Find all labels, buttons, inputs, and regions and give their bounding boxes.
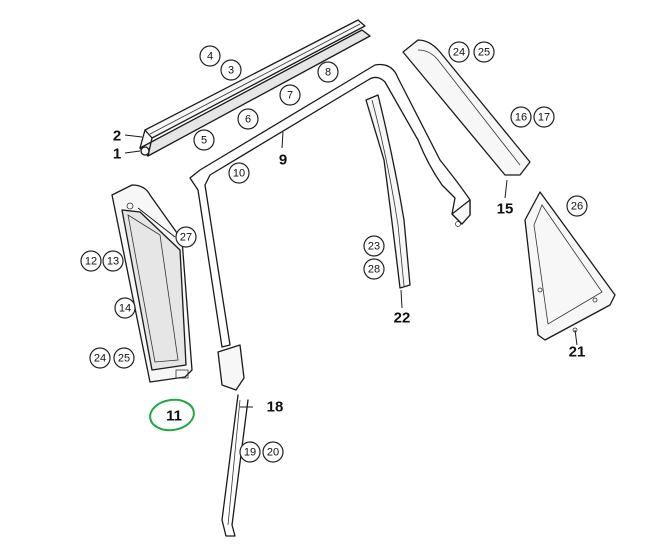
callout-c7: 7 <box>279 84 301 106</box>
callout-circle <box>566 195 588 217</box>
callout-c5: 5 <box>193 129 215 151</box>
callout-circle <box>228 162 250 184</box>
callout-circle <box>239 441 261 463</box>
callout-c4: 4 <box>199 45 221 67</box>
triangle-window <box>524 191 616 341</box>
highlight-circle <box>149 398 195 432</box>
callout-circle <box>114 297 136 319</box>
label-22: 22 <box>394 310 411 327</box>
window-channel-seal <box>365 94 411 289</box>
callout-circle <box>473 41 495 63</box>
callout-circle <box>363 258 385 280</box>
callout-c6: 6 <box>237 108 259 130</box>
rear-window-cover <box>402 39 531 176</box>
callout-number: 10 <box>233 168 245 180</box>
callout-circle <box>510 106 532 128</box>
callout-circle <box>199 45 221 67</box>
callout-c13: 13 <box>102 250 124 272</box>
callout-number: 8 <box>325 67 331 79</box>
callout-number: 6 <box>245 114 251 126</box>
callout-number: 24 <box>453 47 465 59</box>
callout-number: 24 <box>94 353 106 365</box>
leader-lines <box>124 131 578 408</box>
callout-number: 27 <box>180 232 192 244</box>
callout-number: 26 <box>571 201 583 213</box>
callout-circle <box>448 41 470 63</box>
callout-number: 20 <box>267 447 279 459</box>
callout-circle <box>363 235 385 257</box>
callout-circle <box>317 61 339 83</box>
callout-circle <box>89 347 111 369</box>
callout-circle <box>113 347 135 369</box>
callout-circle <box>220 59 242 81</box>
callout-c26: 26 <box>566 195 588 217</box>
label-9: 9 <box>279 152 287 169</box>
callout-circle <box>533 106 555 128</box>
callout-c24b: 24 <box>89 347 111 369</box>
callout-c8: 8 <box>317 61 339 83</box>
label-21: 21 <box>569 344 586 361</box>
callout-c25b: 25 <box>113 347 135 369</box>
callout-circle <box>237 108 259 130</box>
callout-number: 17 <box>538 112 550 124</box>
callout-number: 7 <box>287 90 293 102</box>
callout-c3: 3 <box>220 59 242 81</box>
roof-molding-strip <box>139 19 371 157</box>
callout-number: 25 <box>478 47 490 59</box>
callout-circle <box>193 129 215 151</box>
callout-c19: 19 <box>239 441 261 463</box>
lower-pillar-seal <box>217 344 249 537</box>
callout-c17: 17 <box>533 106 555 128</box>
callout-circle <box>279 84 301 106</box>
callout-c20: 20 <box>262 441 284 463</box>
label-1: 1 <box>113 146 121 163</box>
callout-c23: 23 <box>363 235 385 257</box>
callout-circle <box>80 250 102 272</box>
callout-c12: 12 <box>80 250 102 272</box>
callout-number: 12 <box>85 256 97 268</box>
label-18: 18 <box>267 399 284 416</box>
callout-number: 4 <box>207 51 213 63</box>
callout-number: 3 <box>228 65 234 77</box>
callout-number: 25 <box>118 353 130 365</box>
door-frame-seal <box>189 63 471 348</box>
label-2: 2 <box>113 128 121 145</box>
callout-number: 13 <box>107 256 119 268</box>
callout-number: 5 <box>201 135 207 147</box>
callout-number: 19 <box>244 447 256 459</box>
callout-c10: 10 <box>228 162 250 184</box>
callout-number: 16 <box>515 112 527 124</box>
callout-number: 14 <box>119 303 131 315</box>
callout-c28: 28 <box>363 258 385 280</box>
callout-number: 23 <box>368 241 380 253</box>
callout-c24a: 24 <box>448 41 470 63</box>
callout-circle <box>262 441 284 463</box>
callout-circle <box>102 250 124 272</box>
label-11: 11 <box>166 408 182 425</box>
callout-c14: 14 <box>114 297 136 319</box>
callout-c25a: 25 <box>473 41 495 63</box>
callout-number: 28 <box>368 264 380 276</box>
label-15: 15 <box>497 201 514 218</box>
callout-c16: 16 <box>510 106 532 128</box>
callout-c27: 27 <box>175 226 197 248</box>
callout-circle <box>175 226 197 248</box>
